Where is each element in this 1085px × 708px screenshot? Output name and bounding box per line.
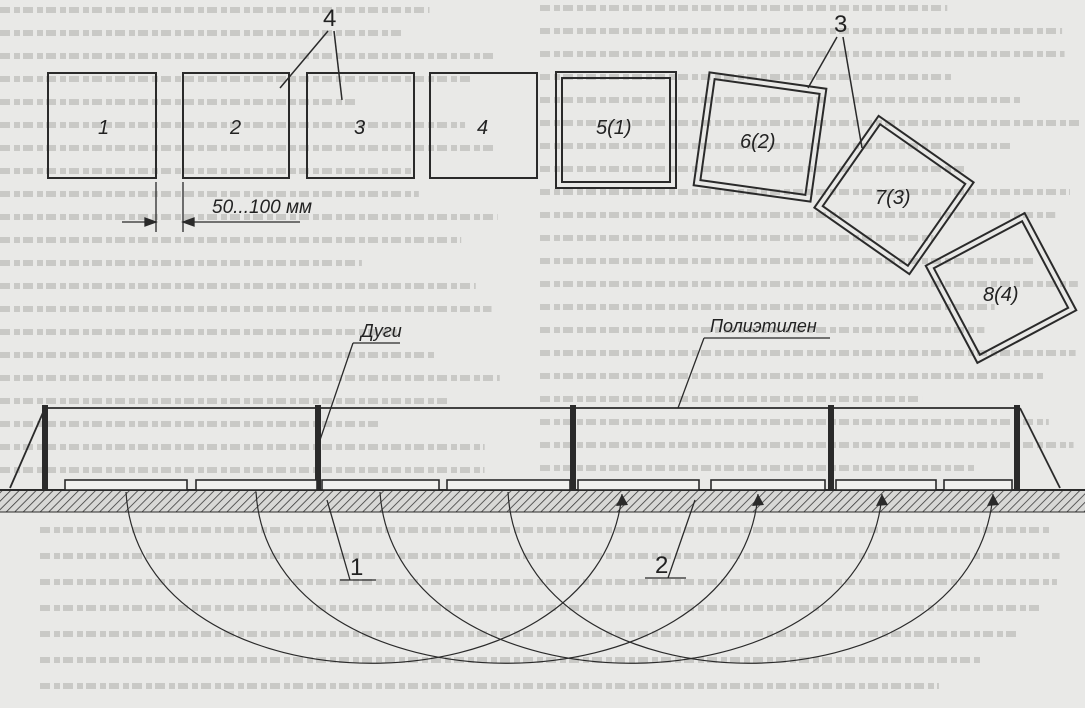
tile-6-label: 6(2) [740,131,776,153]
tile-2-label: 2 [230,117,242,139]
flip-arcs [125,491,994,664]
tile-6 [692,71,828,203]
tile-5-label: 5(1) [596,117,632,139]
arches [42,405,1020,490]
ground-tiles [64,479,1013,491]
film-cover [9,407,1061,489]
callout-4: 4 [323,5,337,32]
tile-3 [306,72,415,179]
arches-label: Дуги [361,321,402,341]
tile-5 [555,71,677,189]
callout-3: 3 [834,11,848,38]
arc-arrowheads [616,494,999,506]
tile-1 [47,72,157,179]
callout-2: 2 [655,552,669,579]
tile-1-label: 1 [98,117,110,139]
tile-4 [429,72,538,179]
callout-4-leaders [279,30,343,101]
label-leaders [319,337,830,581]
tile-7 [812,114,976,276]
tile-4-label: 4 [477,117,489,139]
tile-7-label: 7(3) [875,187,911,209]
callout-3-leaders [807,36,863,149]
tile-3-label: 3 [354,117,366,139]
gap-dimension-label: 50...100 мм [212,197,313,218]
film-label: Полиэтилен [710,316,817,336]
tile-8-label: 8(4) [983,284,1019,306]
tile-2 [182,72,290,179]
tile-8 [924,211,1078,365]
gap-dimension [122,182,300,232]
callout-1: 1 [350,554,364,581]
ground [0,490,1085,512]
